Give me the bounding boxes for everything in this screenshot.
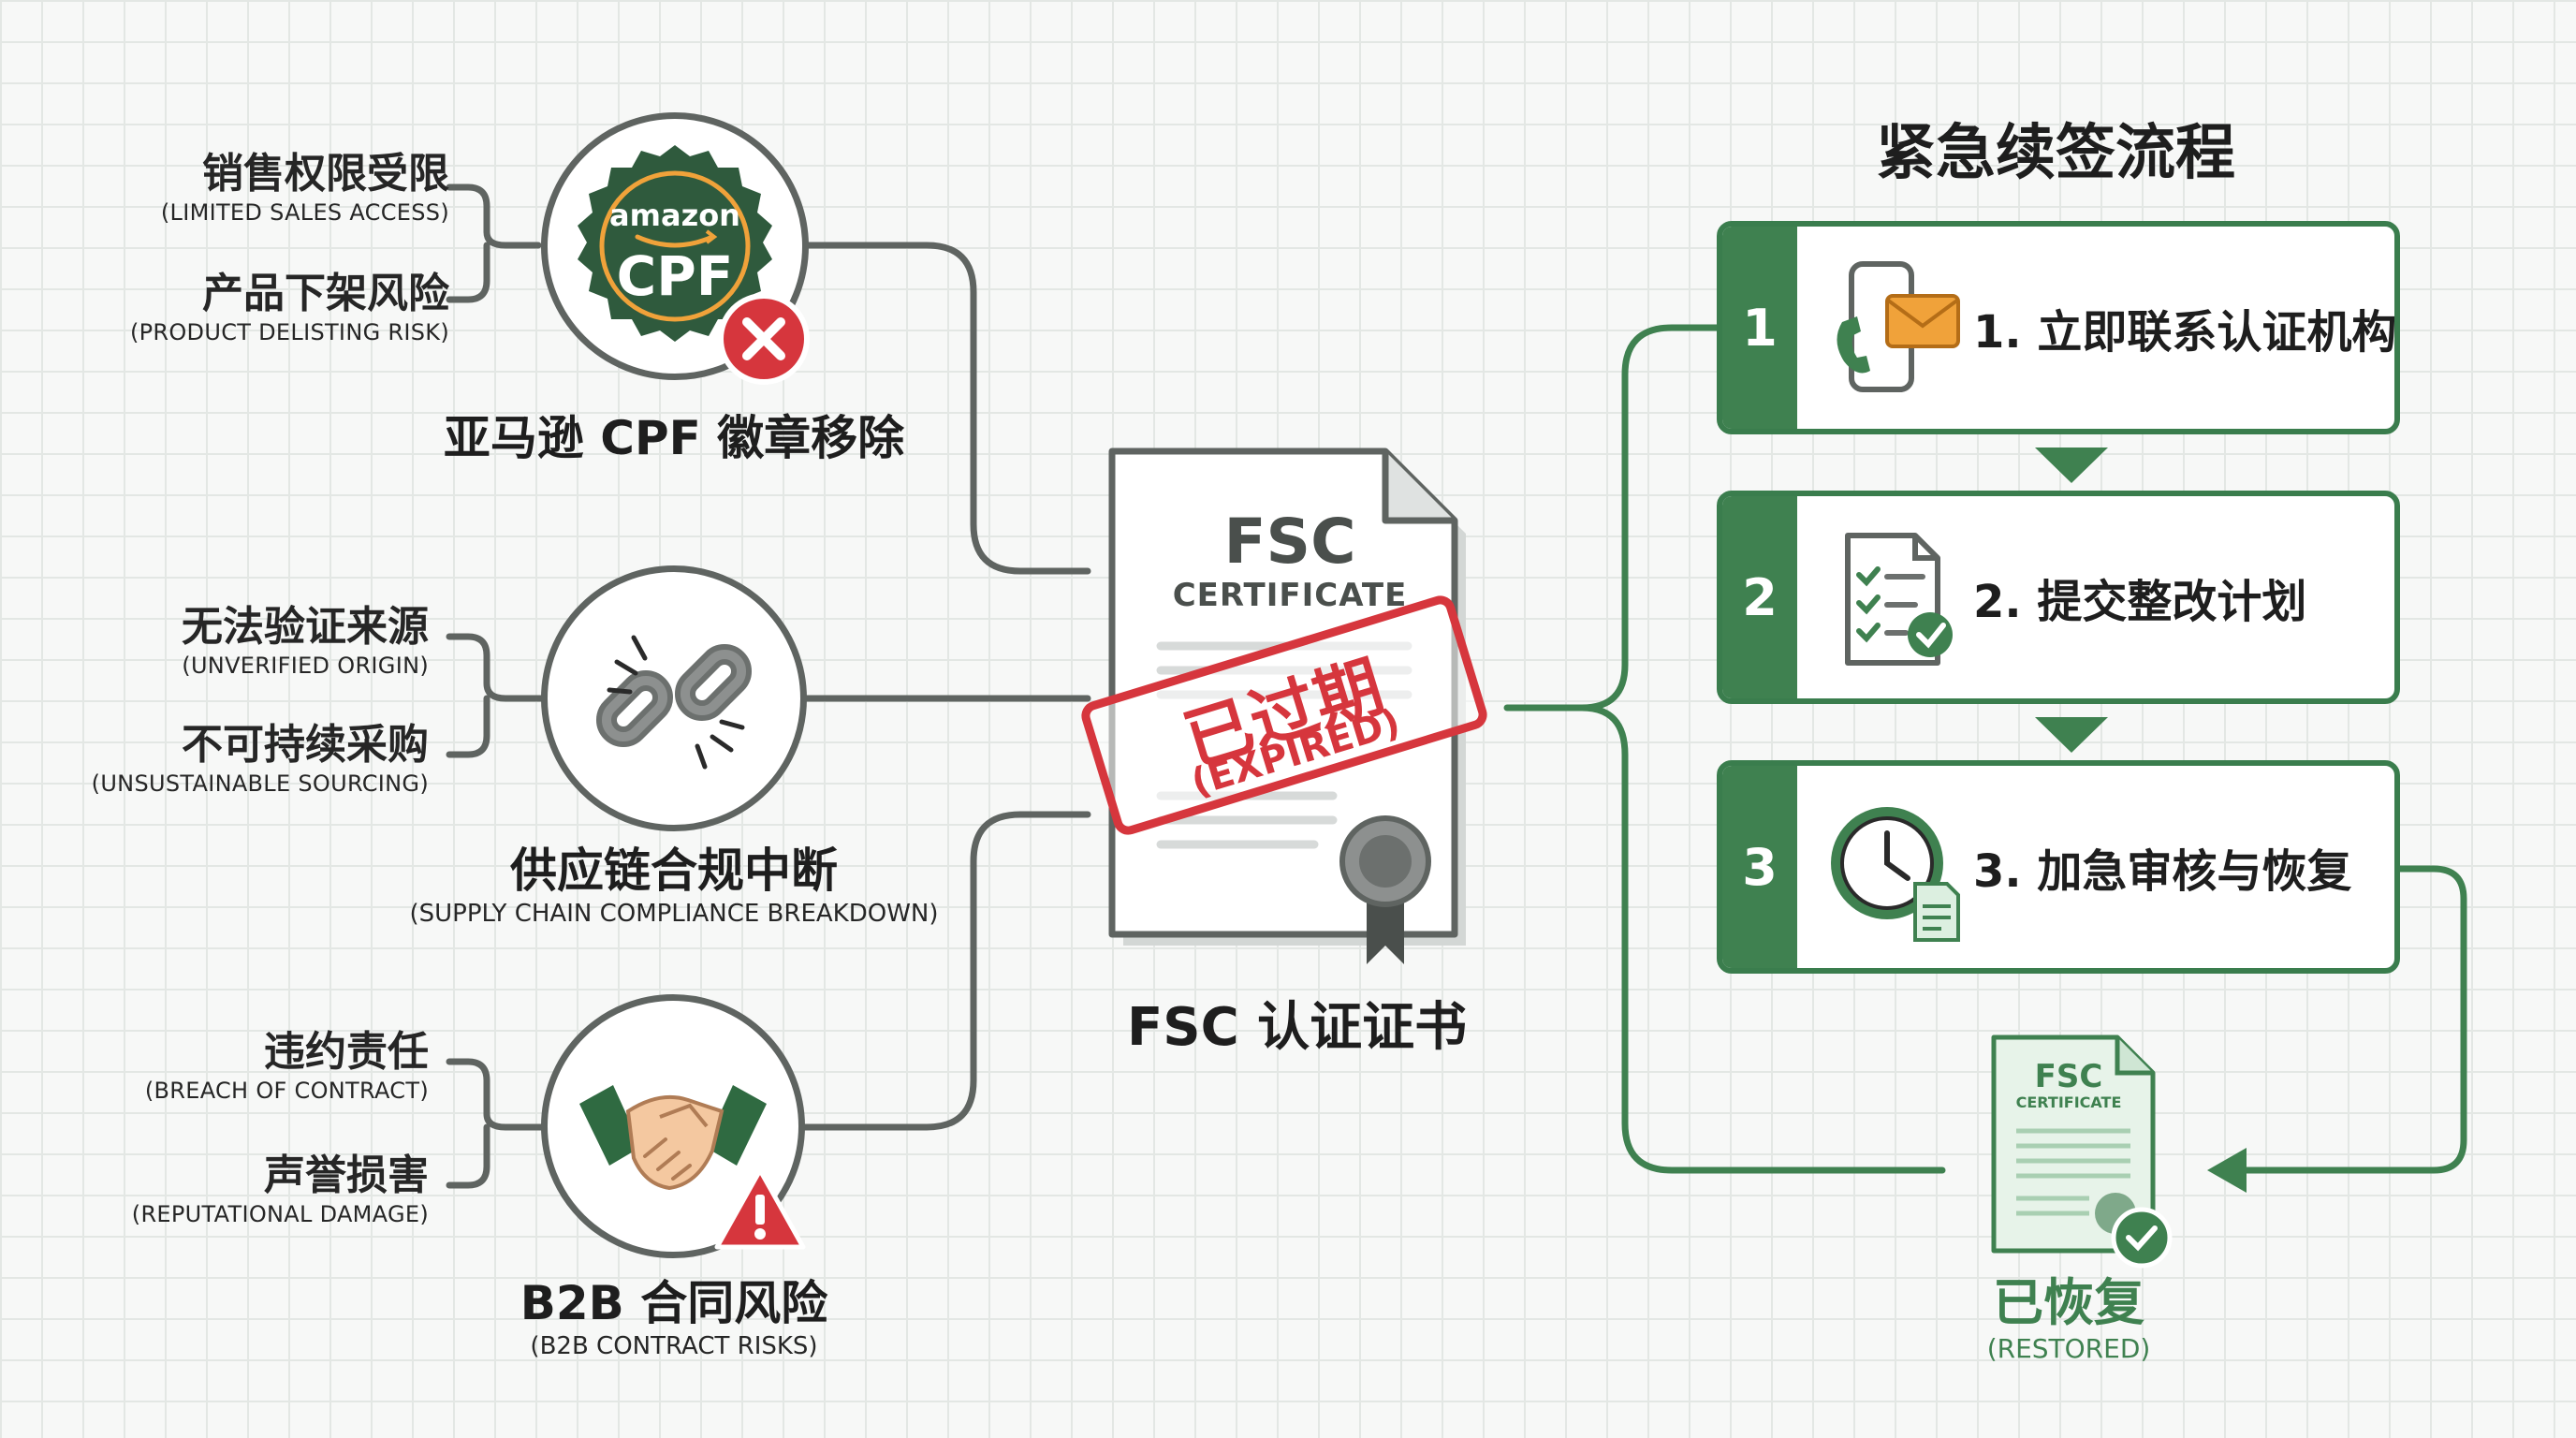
group-title-en: (SUPPLY CHAIN COMPLIANCE BREAKDOWN) xyxy=(409,900,939,928)
risk-reputational-damage: 声誉损害 (REPUTATIONAL DAMAGE) xyxy=(132,1152,429,1228)
bracket-amazon xyxy=(446,183,542,303)
connector-amazon xyxy=(803,242,1091,575)
restored-cert-title: FSC xyxy=(2034,1058,2103,1095)
warning-icon xyxy=(714,1167,806,1250)
supply-chain-circle xyxy=(541,565,807,831)
arrow-step1-2 xyxy=(2035,448,2108,483)
risk-unsustainable-sourcing: 不可持续采购 (UNSUSTAINABLE SOURCING) xyxy=(92,721,429,798)
amazon-group-title: 亚马逊 CPF 徽章移除 xyxy=(440,410,908,466)
risk-zh: 销售权限受限 xyxy=(202,150,449,198)
restored-cert-subtitle: CERTIFICATE xyxy=(2015,1093,2122,1111)
step-2-card: 2 2. 提交整改计划 xyxy=(1717,491,2400,704)
supply-group-title: 供应链合规中断 (SUPPLY CHAIN COMPLIANCE BREAKDO… xyxy=(393,843,955,929)
risk-en: (UNVERIFIED ORIGIN) xyxy=(182,653,429,679)
restored-zh: 已恢复 xyxy=(1993,1273,2144,1332)
step-1-card: 1 1. 立即联系认证机构 xyxy=(1717,221,2400,434)
risk-en: (REPUTATIONAL DAMAGE) xyxy=(131,1201,429,1227)
group-title-zh: B2B 合同风险 xyxy=(520,1276,828,1330)
group-title-en: (B2B CONTRACT RISKS) xyxy=(530,1332,818,1360)
bracket-b2b xyxy=(446,1058,551,1189)
phone-mail-icon xyxy=(1837,261,1960,392)
b2b-group-title: B2B 合同风险 (B2B CONTRACT RISKS) xyxy=(440,1275,908,1361)
restored-label: 已恢复 (RESTORED) xyxy=(1975,1273,2162,1365)
connector-to-restored xyxy=(1578,704,1946,1174)
risk-zh: 不可持续采购 xyxy=(182,721,429,769)
risk-en: (BREACH OF CONTRACT) xyxy=(144,1078,429,1104)
step-number: 3 xyxy=(1722,766,1797,968)
risk-zh: 无法验证来源 xyxy=(182,603,429,651)
badge-brand: amazon xyxy=(609,198,740,233)
step-3-card: 3 3. 加急审核与恢复 xyxy=(1717,760,2400,974)
connector-step3-return xyxy=(2238,865,2467,1174)
center-caption: FSC 认证证书 xyxy=(1127,997,1468,1058)
cpf-badge-icon xyxy=(578,145,772,342)
restored-en: (RESTORED) xyxy=(1986,1333,2151,1364)
risk-zh: 声誉损害 xyxy=(264,1152,429,1199)
step-number: 1 xyxy=(1722,227,1797,429)
badge-text: CPF xyxy=(616,244,734,308)
step-label: 1. 立即联系认证机构 xyxy=(1973,306,2397,359)
arrow-step2-3 xyxy=(2035,717,2108,753)
process-title: 紧急续签流程 xyxy=(1876,119,2235,188)
risk-en: (PRODUCT DELISTING RISK) xyxy=(129,319,449,345)
error-x-icon xyxy=(718,293,810,385)
connector-b2b xyxy=(799,811,1091,1131)
step-label: 3. 加急审核与恢复 xyxy=(1973,845,2352,898)
step-label: 2. 提交整改计划 xyxy=(1973,576,2307,628)
cert-subtitle: CERTIFICATE xyxy=(1172,577,1408,614)
bracket-supply xyxy=(446,633,547,758)
clock-document-icon xyxy=(1831,807,1960,942)
risk-unverified-origin: 无法验证来源 (UNVERIFIED ORIGIN) xyxy=(182,603,429,680)
return-arrowhead xyxy=(2207,1148,2247,1193)
handshake-icon xyxy=(579,1085,767,1191)
restored-certificate-document xyxy=(1991,1034,2173,1269)
step-number: 2 xyxy=(1722,496,1797,698)
risk-zh: 违约责任 xyxy=(264,1028,429,1076)
cert-title: FSC xyxy=(1223,506,1356,578)
risk-limited-sales: 销售权限受限 (LIMITED SALES ACCESS) xyxy=(161,150,449,227)
group-title-zh: 供应链合规中断 xyxy=(510,844,838,898)
checklist-icon xyxy=(1845,533,1953,666)
group-title-zh: 亚马逊 CPF 徽章移除 xyxy=(443,411,905,465)
risk-zh: 产品下架风险 xyxy=(202,270,449,317)
broken-chain-icon xyxy=(595,635,753,770)
risk-delisting: 产品下架风险 (PRODUCT DELISTING RISK) xyxy=(130,270,449,346)
seal-ribbon-icon xyxy=(1339,815,1431,964)
risk-en: (LIMITED SALES ACCESS) xyxy=(160,199,449,226)
risk-breach-of-contract: 违约责任 (BREACH OF CONTRACT) xyxy=(145,1028,429,1105)
amazon-cpf-circle: amazon CPF xyxy=(541,112,809,380)
risk-en: (UNSUSTAINABLE SOURCING) xyxy=(91,770,429,797)
connector-to-step1 xyxy=(1503,324,1726,712)
